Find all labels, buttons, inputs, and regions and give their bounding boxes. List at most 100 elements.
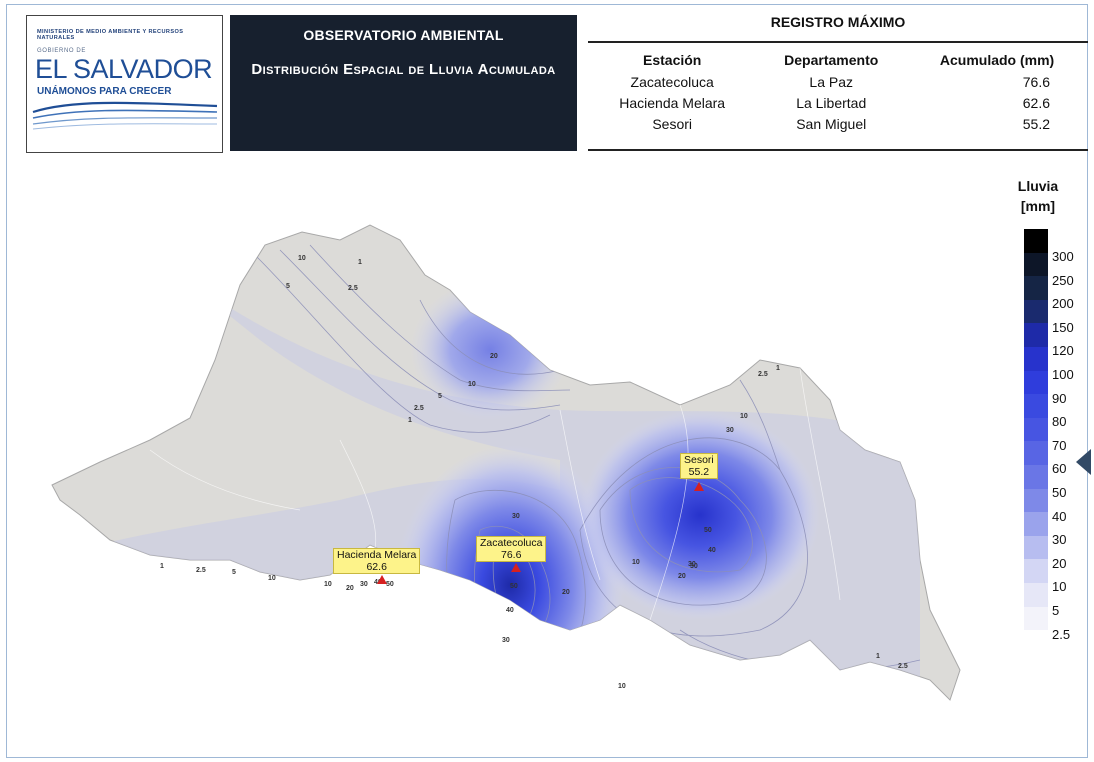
contour-label: 40 — [506, 607, 514, 614]
contour-label: 50 — [704, 527, 712, 534]
legend-swatch — [1024, 559, 1048, 583]
legend-title: Lluvia [mm] — [1006, 176, 1070, 216]
table-row: Hacienda Melara La Libertad 62.6 — [588, 92, 1088, 113]
logo-ministry-text: Ministerio de Medio Ambiente y Recursos … — [37, 29, 184, 41]
logo-waves-icon — [32, 101, 218, 130]
contour-label: 1 — [408, 417, 412, 424]
station-name: Sesori — [684, 454, 714, 466]
contour-label: 20 — [562, 589, 570, 596]
legend-swatch — [1024, 464, 1048, 489]
contour-label: 30 — [726, 427, 734, 434]
legend-swatch — [1024, 512, 1048, 536]
contour-label: 2.5 — [414, 405, 424, 412]
contour-label: 5 — [232, 569, 236, 576]
legend-label: 5 — [1052, 603, 1060, 618]
legend-color-bar — [1024, 229, 1048, 631]
legend-swatch — [1024, 535, 1048, 560]
legend-swatch — [1024, 370, 1048, 395]
station-marker-sesori — [694, 482, 704, 491]
legend-label: 40 — [1052, 508, 1067, 524]
legend-swatch — [1024, 299, 1048, 324]
cell-acumulado: 62.6 — [1022, 94, 1050, 111]
contour-label: 20 — [490, 353, 498, 360]
contour-label: 5 — [438, 393, 442, 400]
contour-label: 2.5 — [348, 285, 358, 292]
logo-slogan-text: UNÁMONOS PARA CRECER — [37, 86, 172, 97]
legend-label: 80 — [1052, 414, 1067, 430]
contour-label: 2.5 — [196, 567, 206, 574]
contour-label: 10 — [268, 575, 276, 582]
legend-label: 70 — [1052, 437, 1067, 453]
contour-label: 10 — [618, 683, 626, 690]
registro-bottom-rule — [588, 149, 1088, 151]
table-row: Zacatecoluca La Paz 76.6 — [588, 71, 1088, 92]
contour-label: 30 — [688, 561, 696, 568]
legend-label: 100 — [1052, 367, 1074, 382]
legend-swatch — [1024, 582, 1048, 607]
legend-swatch — [1024, 323, 1048, 347]
rainfall-map: 10 1 5 2.5 20 10 5 2.5 1 2.5 1 10 30 30 … — [51, 224, 961, 701]
legend-pointer-icon — [1076, 449, 1091, 475]
cell-acumulado: 76.6 — [1022, 73, 1050, 90]
contour-label: 1 — [160, 563, 164, 570]
legend-label: 200 — [1052, 296, 1074, 312]
contour-label: 20 — [346, 585, 354, 592]
legend-label: 300 — [1052, 249, 1074, 264]
legend-title-line2: [mm] — [1020, 198, 1056, 214]
contour-label: 30 — [502, 637, 510, 644]
logo-gobierno-text: GOBIERNO DE — [37, 48, 86, 54]
station-name: Zacatecoluca — [480, 537, 543, 549]
logo-country-text: EL SALVADOR — [35, 54, 213, 84]
cell-departamento: La Paz — [809, 73, 854, 90]
legend-title-line1: Lluvia — [1017, 178, 1059, 194]
contour-label: 10 — [632, 559, 640, 566]
contour-label: 30 — [512, 513, 520, 520]
legend-swatch — [1024, 346, 1048, 371]
cell-estacion: Sesori — [652, 115, 693, 132]
contour-label: 1 — [876, 653, 880, 660]
cell-acumulado: 55.2 — [1022, 115, 1050, 132]
contour-label: 30 — [690, 563, 698, 570]
legend-label: 120 — [1052, 343, 1074, 359]
legend-swatch — [1024, 441, 1048, 465]
station-label-sesori: Sesori 55.2 — [680, 453, 718, 479]
cell-estacion: Zacatecoluca — [630, 73, 714, 90]
legend-label: 90 — [1052, 390, 1067, 406]
contour-label: 10 — [468, 381, 476, 388]
col-acumulado: Acumulado (mm) — [939, 52, 1055, 68]
contour-label: 50 — [510, 583, 518, 590]
legend-swatch — [1024, 606, 1048, 631]
contour-label: 40 — [708, 547, 716, 554]
ministry-logo: Ministerio de Medio Ambiente y Recursos … — [26, 15, 223, 153]
legend-swatch — [1024, 252, 1048, 277]
registro-title: REGISTRO MÁXIMO — [770, 14, 906, 30]
station-label-zacatecoluca: Zacatecoluca 76.6 — [476, 536, 547, 562]
table-row: Sesori San Miguel 55.2 — [588, 113, 1088, 134]
contour-label: 5 — [286, 283, 290, 290]
col-estacion: Estación — [643, 52, 702, 68]
contour-label: 10 — [298, 255, 306, 262]
observatory-title: OBSERVATORIO AMBIENTAL — [303, 27, 504, 43]
header-title-box: OBSERVATORIO AMBIENTAL Distribución Espa… — [230, 15, 577, 151]
page-frame — [6, 4, 1088, 758]
legend-swatch — [1024, 488, 1048, 513]
legend-label: 50 — [1052, 485, 1067, 500]
registro-table: Estación Departamento Acumulado (mm) Zac… — [588, 49, 1088, 134]
contour-label: 2.5 — [758, 371, 768, 378]
station-value: 62.6 — [366, 561, 387, 573]
station-value: 55.2 — [688, 466, 710, 478]
table-header-row: Estación Departamento Acumulado (mm) — [588, 49, 1088, 71]
contour-label: 1 — [776, 365, 780, 372]
col-departamento: Departamento — [784, 52, 879, 68]
station-marker-hacienda-melara — [377, 575, 387, 584]
contour-label: 30 — [360, 581, 368, 588]
legend-label: 20 — [1052, 555, 1067, 571]
map-title: Distribución Espacial de Lluvia Acumulad… — [251, 61, 556, 78]
station-name: Hacienda Melara — [337, 549, 417, 561]
legend-label: 150 — [1052, 319, 1074, 335]
station-value: 76.6 — [501, 549, 522, 561]
contour-label: 20 — [678, 573, 686, 580]
contour-label: 50 — [386, 581, 394, 588]
legend-swatch — [1024, 276, 1048, 300]
station-label-hacienda-melara: Hacienda Melara 62.6 — [333, 548, 421, 574]
